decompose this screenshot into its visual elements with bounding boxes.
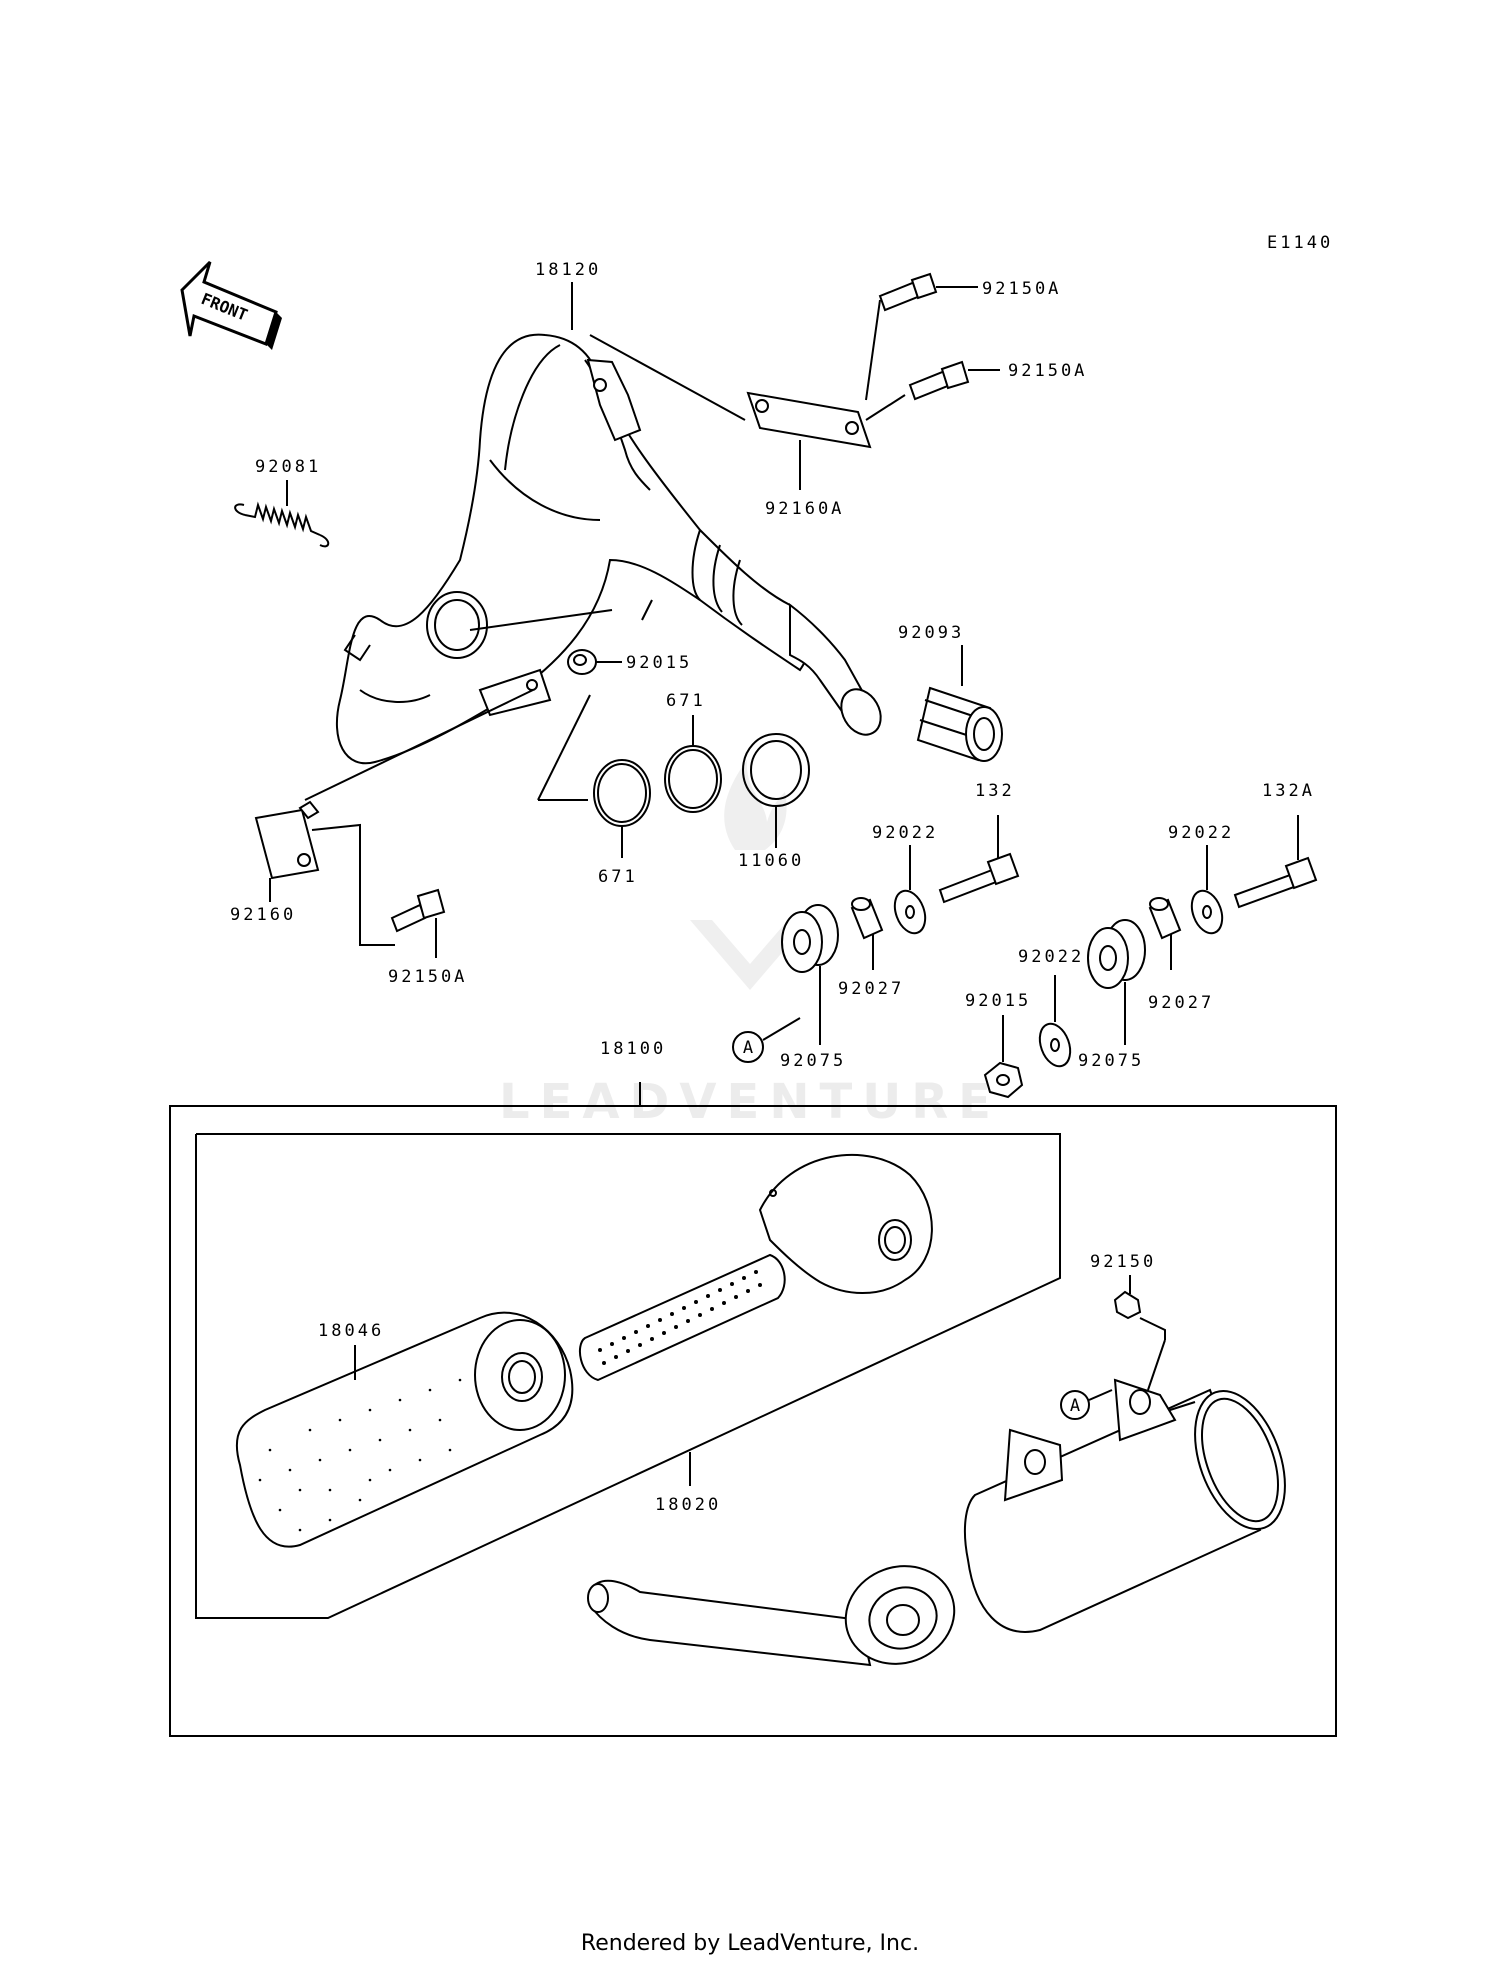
end-cap xyxy=(758,1153,933,1294)
part-label: 92075 xyxy=(1078,1051,1144,1071)
inlet-pipe xyxy=(587,1565,956,1667)
part-label: 92022 xyxy=(1168,823,1234,843)
part-label: 11060 xyxy=(738,851,804,871)
part-label: 92093 xyxy=(898,623,964,643)
part-label: 18020 xyxy=(655,1495,721,1515)
watermark-text: LEADVENTURE xyxy=(499,1074,1001,1130)
part-label: 92027 xyxy=(1148,993,1214,1013)
part-label: 92022 xyxy=(872,823,938,843)
part-label: 92015 xyxy=(965,991,1031,1011)
silencer-body xyxy=(963,1378,1286,1633)
bracket-92160A xyxy=(746,391,872,490)
part-label: 671 xyxy=(666,691,706,711)
part-label: 92160 xyxy=(230,905,296,925)
expansion-chamber xyxy=(335,333,882,765)
part-label: 92160A xyxy=(765,499,844,519)
callout-a-bottom: A xyxy=(1060,1389,1113,1420)
front-arrow-icon: FRONT xyxy=(180,260,282,350)
spring-92081 xyxy=(234,480,330,548)
bolt-92150 xyxy=(1113,1275,1166,1391)
bolt-92150A-3 xyxy=(390,888,446,958)
part-label: 132A xyxy=(1262,781,1315,801)
perforated-tube xyxy=(578,1253,786,1382)
part-label: 92150 xyxy=(1090,1252,1156,1272)
callout-a-bottom-label: A xyxy=(1070,1396,1080,1416)
grommet-92075-1 xyxy=(781,904,839,1045)
part-label: 92027 xyxy=(838,979,904,999)
part-label: 18100 xyxy=(600,1039,666,1059)
part-label: 671 xyxy=(598,867,638,887)
part-label: 92150A xyxy=(388,967,467,987)
part-label: 92015 xyxy=(626,653,692,673)
washer-92022-1 xyxy=(893,845,927,935)
part-label: 92150A xyxy=(982,279,1061,299)
collar-92027-2 xyxy=(1148,897,1182,970)
bolt-132A xyxy=(1233,815,1318,909)
assembly-box-18020 xyxy=(195,1133,1061,1619)
part-label: 18120 xyxy=(535,260,601,280)
callout-a-top: A xyxy=(732,1017,801,1063)
washer-92022-3 xyxy=(1190,845,1224,935)
part-label: 132 xyxy=(975,781,1015,801)
bracket-92160 xyxy=(254,800,320,902)
part-label: 92150A xyxy=(1008,361,1087,381)
washer-92022-2 xyxy=(1038,975,1072,1068)
part-labels: 18120 92150A 92150A 92160A 92081 92015 6… xyxy=(230,260,1315,1515)
packing-18046 xyxy=(235,1311,574,1548)
part-label: 92022 xyxy=(1018,947,1084,967)
nut-92015-top xyxy=(567,649,622,675)
grommet-92093 xyxy=(916,645,1003,762)
grommet-92075-2 xyxy=(1087,919,1146,1045)
callout-a-top-label: A xyxy=(743,1038,753,1058)
collar-92027-1 xyxy=(850,897,884,970)
o-ring-671-top xyxy=(664,715,722,813)
bolt-92150A-2 xyxy=(908,360,1000,401)
diagram-code: E1140 xyxy=(1267,233,1333,253)
watermark: LEADVENTURE xyxy=(499,760,1001,1130)
o-ring-671-bottom xyxy=(593,759,651,858)
bolt-92150A-1 xyxy=(878,272,978,312)
nut-92015-mid xyxy=(983,1015,1024,1099)
part-label: 92075 xyxy=(780,1051,846,1071)
bolt-132 xyxy=(938,815,1020,904)
part-label: 18046 xyxy=(318,1321,384,1341)
assembly-box-18100 xyxy=(169,1105,1337,1737)
part-label: 92081 xyxy=(255,457,321,477)
gasket-11060 xyxy=(742,733,810,848)
footer-credit: Rendered by LeadVenture, Inc. xyxy=(581,1931,919,1956)
